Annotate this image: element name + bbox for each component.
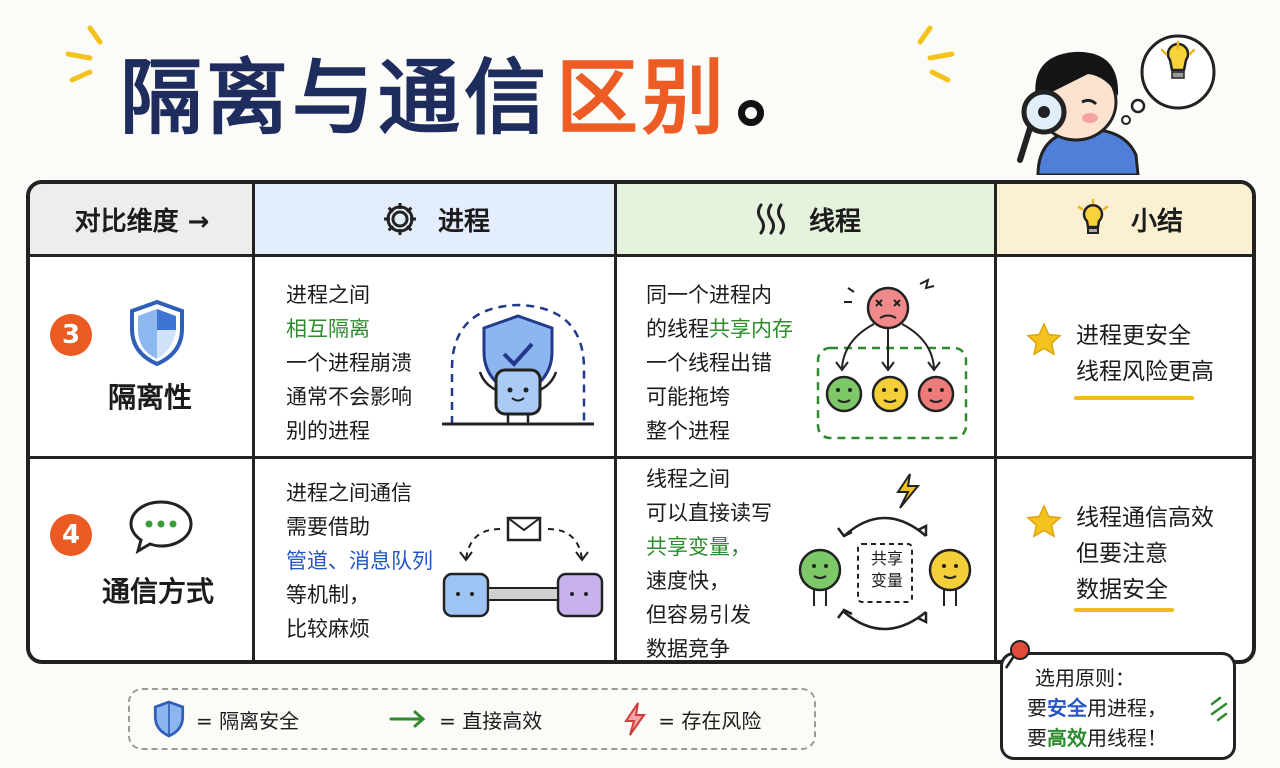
grid-line <box>614 184 617 660</box>
lightbulb-icon <box>1077 199 1109 234</box>
header-process-label: 进程 <box>437 206 490 237</box>
chat-bubble-icon <box>129 500 193 555</box>
gear-icon <box>383 203 416 235</box>
lightning-icon <box>624 702 647 736</box>
title-main: 隔离与通信 <box>120 50 551 146</box>
shared-variable-label: 共享 变量 <box>870 549 903 590</box>
shielded-process-icon <box>442 303 594 426</box>
shared-variable-icon <box>798 473 972 631</box>
legend-risk: = 存在风险 <box>622 701 761 737</box>
row-label-communication: 通信方式 <box>101 575 214 608</box>
grid-line <box>994 184 997 660</box>
pushpin-icon <box>1004 640 1030 669</box>
thread-communication-text: 线程之间 可以直接读写 共享变量， 速度快， 但容易引发 数据竞争 <box>646 467 772 661</box>
squiggle-lines-icon <box>756 203 785 235</box>
selection-principle-note: 选用原则： 要安全用进程， 要高效用线程！ <box>1000 652 1236 760</box>
arrow-right-icon <box>389 710 426 728</box>
summary-underline <box>1074 608 1174 612</box>
grid-line <box>252 184 255 660</box>
squiggle-decor-icon <box>1210 696 1228 722</box>
legend-safe: = 隔离安全 <box>152 700 299 738</box>
summary-underline <box>1074 396 1194 400</box>
sparkle-left-icon <box>65 25 103 83</box>
thread-crash-icon <box>816 278 968 440</box>
pipe-message-icon <box>442 516 604 618</box>
summary-isolation: 进程更安全 线程风险更高 <box>1076 323 1214 385</box>
row-label-isolation: 隔离性 <box>107 381 192 414</box>
legend: = 隔离安全 = 直接高效 = 存在风险 <box>128 688 816 750</box>
header-dimension-label: 对比维度 → <box>74 206 210 237</box>
sparkle-right-icon <box>917 25 955 83</box>
row-number-4: 4 <box>50 514 92 556</box>
header-dimension: 对比维度 → <box>30 184 254 254</box>
boy-with-magnifier-icon <box>1017 34 1216 175</box>
star-icon <box>1026 322 1062 356</box>
summary-communication: 线程通信高效 但要注意 数据安全 <box>1076 505 1214 603</box>
row-number-3: 3 <box>50 314 92 356</box>
process-isolation-text: 进程之间 相互隔离 一个进程崩溃 通常不会影响 别的进程 <box>286 283 412 443</box>
header-summary-label: 小结 <box>1130 206 1183 237</box>
shield-icon <box>130 299 184 367</box>
title-accent: 区别 <box>556 50 729 146</box>
header-summary: 小结 <box>996 184 1252 254</box>
header-thread-label: 线程 <box>808 206 861 237</box>
legend-direct: = 直接高效 <box>389 705 542 734</box>
header-thread: 线程 <box>616 184 996 254</box>
header-process: 进程 <box>254 184 616 254</box>
shield-icon <box>153 700 185 738</box>
title-dot <box>738 100 765 126</box>
star-icon <box>1026 504 1062 538</box>
page-title: 隔离与通信 区别 <box>120 30 765 150</box>
grid-line <box>30 456 1252 459</box>
grid-line <box>30 254 1252 257</box>
thread-isolation-text: 同一个进程内 的线程共享内存 一个线程出错 可能拖垮 整个进程 <box>646 283 793 443</box>
process-communication-text: 进程之间通信 需要借助 管道、消息队列 等机制， 比较麻烦 <box>286 481 433 641</box>
comparison-table: 对比维度 → 进程 线程 小结 3 <box>26 180 1256 664</box>
